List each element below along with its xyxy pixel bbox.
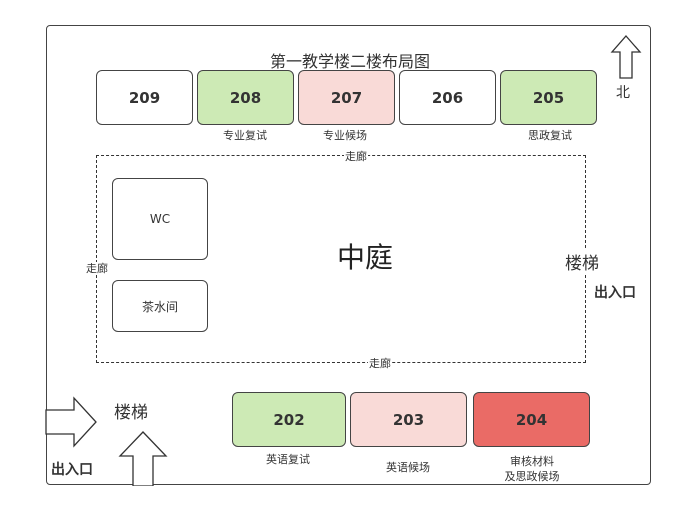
room-204: 204: [473, 392, 590, 447]
north-label: 北: [616, 85, 630, 101]
room-203: 203: [350, 392, 467, 447]
wc-room: WC: [112, 178, 208, 260]
room-202: 202: [232, 392, 346, 447]
room-number: 203: [392, 410, 425, 429]
room-208: 208: [197, 70, 294, 125]
north-arrow-icon: [610, 35, 642, 79]
courtyard-label: 中庭: [336, 241, 394, 274]
outer-frame: [46, 25, 651, 485]
tea-room-label: 茶水间: [141, 299, 178, 314]
wc-label: WC: [149, 212, 171, 226]
corridor-label-bottom: 走廊: [368, 357, 392, 370]
entry-arrow-right-icon: [45, 396, 97, 448]
room-number: 202: [273, 410, 305, 429]
room-207: 207: [298, 70, 395, 125]
tea-room: 茶水间: [112, 280, 208, 332]
entry-arrow-up-icon: [118, 431, 168, 486]
room-206: 206: [399, 70, 496, 125]
room-205: 205: [500, 70, 597, 125]
room-202-note: 英语复试: [266, 453, 310, 466]
room-205-note: 思政复试: [528, 129, 572, 142]
room-204-note-line1: 审核材料: [510, 455, 554, 468]
plan-title: 第一教学楼二楼布局图: [269, 52, 431, 71]
room-number: 206: [431, 88, 464, 107]
exit-label-west: 出入口: [51, 462, 93, 478]
room-number: 208: [229, 88, 262, 107]
stairs-label-west: 楼梯: [114, 403, 148, 423]
room-204-note-line2: 及思政候场: [504, 470, 560, 483]
room-208-note: 专业复试: [223, 129, 267, 142]
room-209: 209: [96, 70, 193, 125]
corridor-label-top: 走廊: [344, 150, 368, 163]
room-number: 204: [515, 410, 548, 429]
stairs-label-east: 楼梯: [565, 249, 599, 274]
corridor-label-left: 走廊: [85, 262, 109, 275]
room-number: 207: [330, 88, 363, 107]
room-207-note: 专业候场: [323, 129, 367, 142]
exit-label-east: 出入口: [594, 285, 636, 301]
room-number: 209: [128, 88, 161, 107]
room-203-note: 英语候场: [386, 461, 430, 474]
room-number: 205: [532, 88, 565, 107]
